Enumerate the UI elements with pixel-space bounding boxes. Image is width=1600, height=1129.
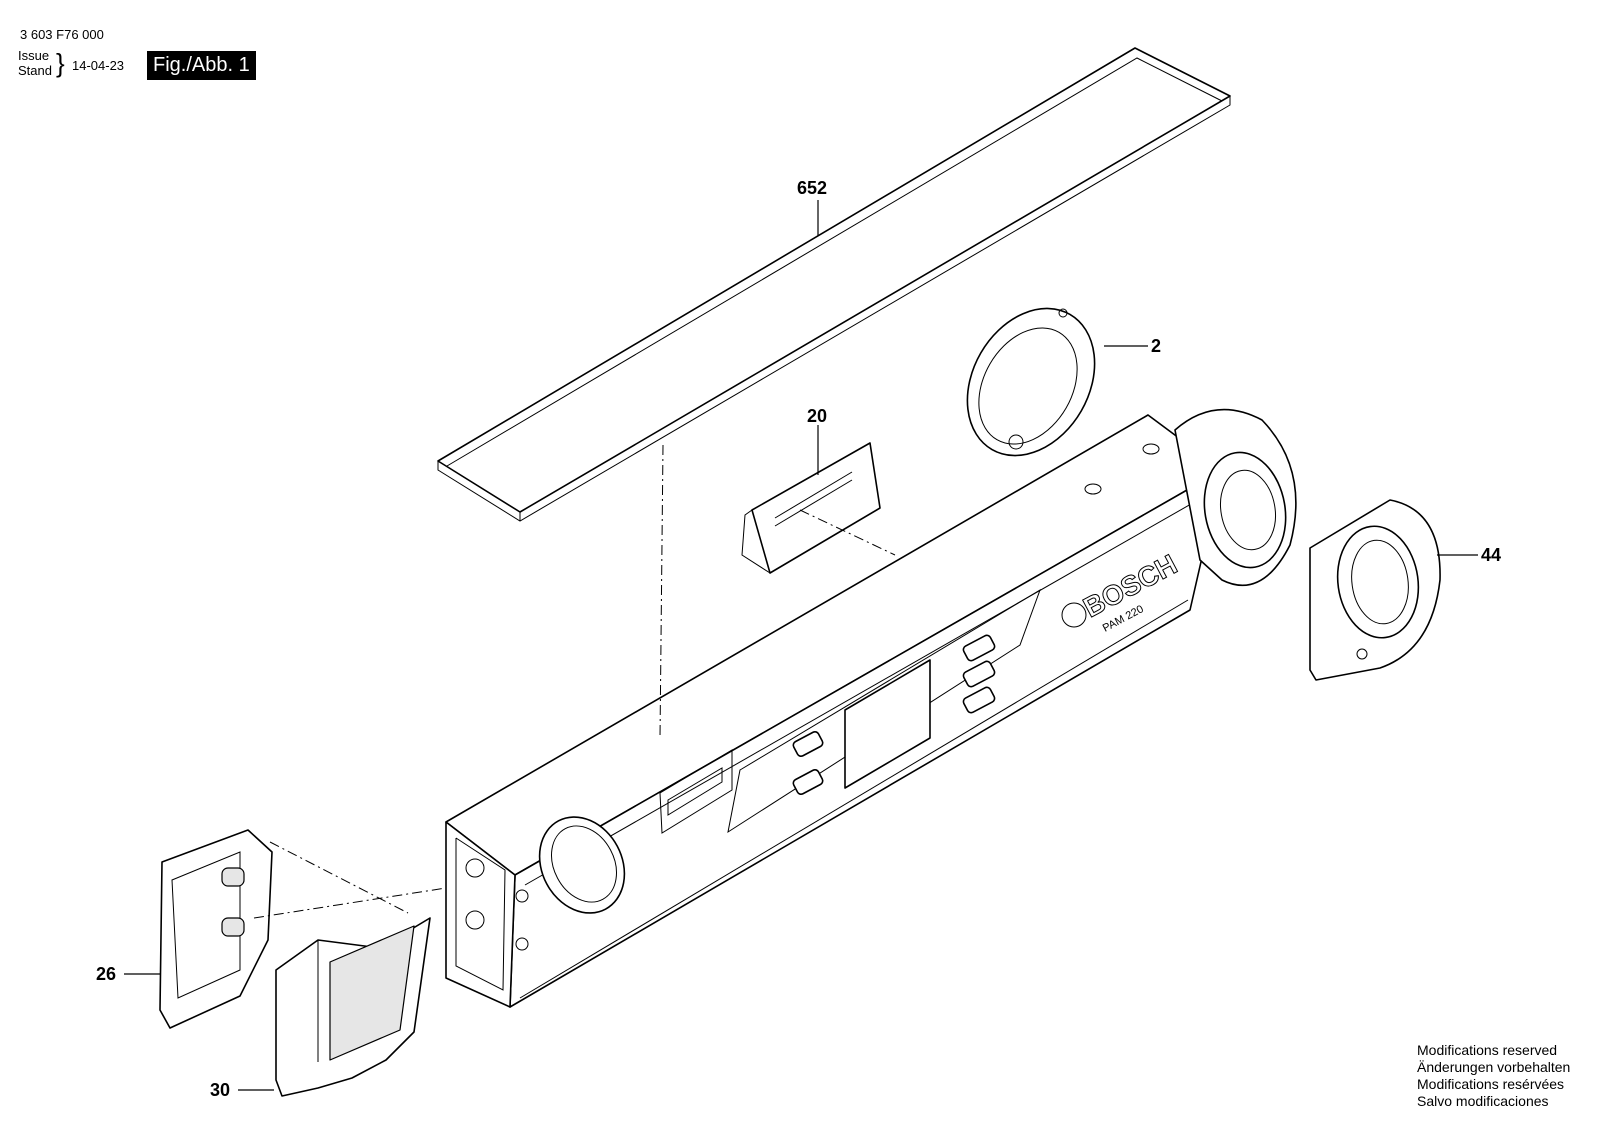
- part-44-end-cap: [1309, 499, 1441, 681]
- notice-line-fr: Modifications resérvées: [1417, 1076, 1565, 1092]
- hinge-housing: [1174, 408, 1297, 587]
- issue-label: Issue: [18, 48, 50, 63]
- issue-date: 14-04-23: [72, 58, 125, 73]
- assembly-line-clip-top: [269, 841, 409, 914]
- callout-26: 26: [96, 964, 117, 984]
- modifications-notice: Modifications reserved Änderungen vorbeh…: [1417, 1042, 1570, 1110]
- assembly-line-clip-bottom: [253, 887, 447, 919]
- notice-line-en: Modifications reserved: [1417, 1042, 1558, 1058]
- callout-20: 20: [807, 406, 828, 426]
- notice-line-de: Änderungen vorbehalten: [1417, 1059, 1571, 1075]
- main-housing: BOSCH PAM 220: [445, 414, 1223, 1008]
- figure-label: Fig./Abb. 1: [147, 51, 256, 80]
- callout-44: 44: [1481, 545, 1502, 565]
- part-26-end-clip: [159, 829, 273, 1029]
- stand-label: Stand: [18, 63, 52, 78]
- assembly-line-cover: [659, 444, 664, 739]
- notice-line-es: Salvo modificaciones: [1417, 1093, 1549, 1109]
- assembly-line-battery: [799, 509, 896, 556]
- callout-2: 2: [1151, 336, 1162, 356]
- part-652-cover-strip: [437, 47, 1231, 522]
- brace-glyph: }: [56, 48, 65, 78]
- callout-652: 652: [797, 178, 828, 198]
- issue-stand-label: Issue Stand }: [18, 48, 65, 78]
- part-2-ring: [966, 307, 1096, 457]
- part-30-end-cap: [275, 917, 431, 1097]
- callout-30: 30: [210, 1080, 231, 1100]
- part-20-battery-cover: [741, 442, 881, 574]
- part-number: 3 603 F76 000: [20, 27, 104, 42]
